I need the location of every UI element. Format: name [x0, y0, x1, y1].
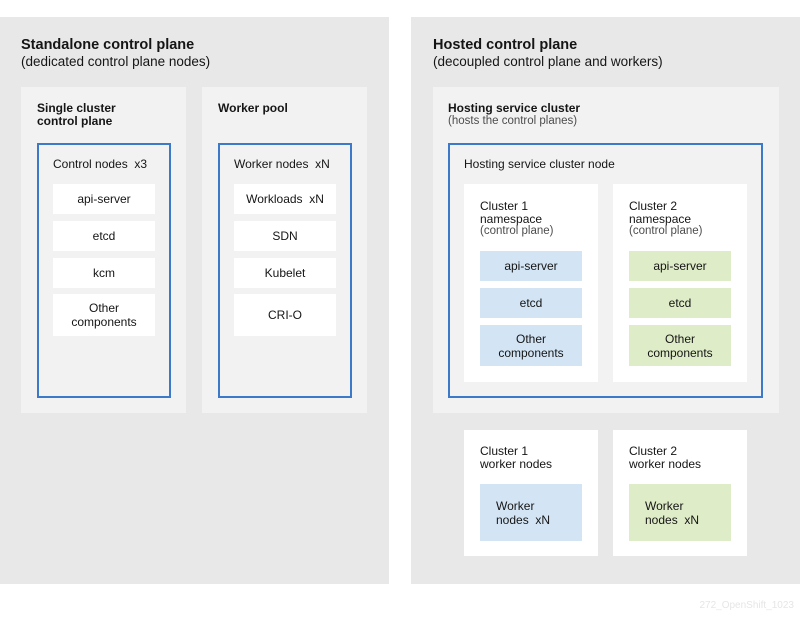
- worker-kubelet: Kubelet: [234, 258, 336, 288]
- cluster1-workers-title: Cluster 1 worker nodes: [480, 444, 553, 471]
- control-kcm: kcm: [53, 258, 155, 288]
- control-nodes-box: [37, 143, 171, 398]
- hosting-cluster-subtitle: (hosts the control planes): [448, 115, 578, 127]
- hosting-cluster-title: Hosting service cluster: [448, 101, 581, 115]
- single-cluster-title: Single cluster control plane: [37, 101, 116, 128]
- hosted-subtitle: (decoupled control plane and workers): [433, 54, 663, 69]
- worker-workloads: Workloads xN: [234, 184, 336, 214]
- worker-nodes-title: Worker nodes xN: [234, 157, 330, 171]
- worker-pool-title: Worker pool: [218, 101, 288, 115]
- cluster1-other-components: Other components: [480, 325, 582, 366]
- control-etcd: etcd: [53, 221, 155, 251]
- standalone-subtitle: (dedicated control plane nodes): [21, 54, 211, 69]
- cluster1-namespace-subtitle: (control plane): [480, 225, 554, 237]
- hosting-node-title: Hosting service cluster node: [464, 157, 615, 171]
- cluster2-workers-title: Cluster 2 worker nodes: [629, 444, 702, 471]
- hosted-title: Hosted control plane: [433, 37, 578, 53]
- cluster2-api-server: api-server: [629, 251, 731, 281]
- cluster1-etcd: etcd: [480, 288, 582, 318]
- worker-nodes-box: [218, 143, 352, 398]
- worker-sdn: SDN: [234, 221, 336, 251]
- control-api-server: api-server: [53, 184, 155, 214]
- cluster2-etcd: etcd: [629, 288, 731, 318]
- control-nodes-title: Control nodes x3: [53, 157, 148, 171]
- control-other-components: Other components: [53, 294, 155, 336]
- worker-cri-o: CRI-O: [234, 294, 336, 336]
- cluster2-other-components: Other components: [629, 325, 731, 366]
- cluster2-worker-nodes: Worker nodes xN: [629, 484, 731, 541]
- cluster2-namespace-subtitle: (control plane): [629, 225, 703, 237]
- cluster2-namespace-title: Cluster 2 namespace: [629, 199, 692, 226]
- figure-id-watermark: 272_OpenShift_1023: [699, 600, 794, 611]
- standalone-title: Standalone control plane: [21, 37, 195, 53]
- cluster1-api-server: api-server: [480, 251, 582, 281]
- cluster1-namespace-title: Cluster 1 namespace: [480, 199, 543, 226]
- cluster1-worker-nodes: Worker nodes xN: [480, 484, 582, 541]
- hosting-node-box: [448, 143, 763, 398]
